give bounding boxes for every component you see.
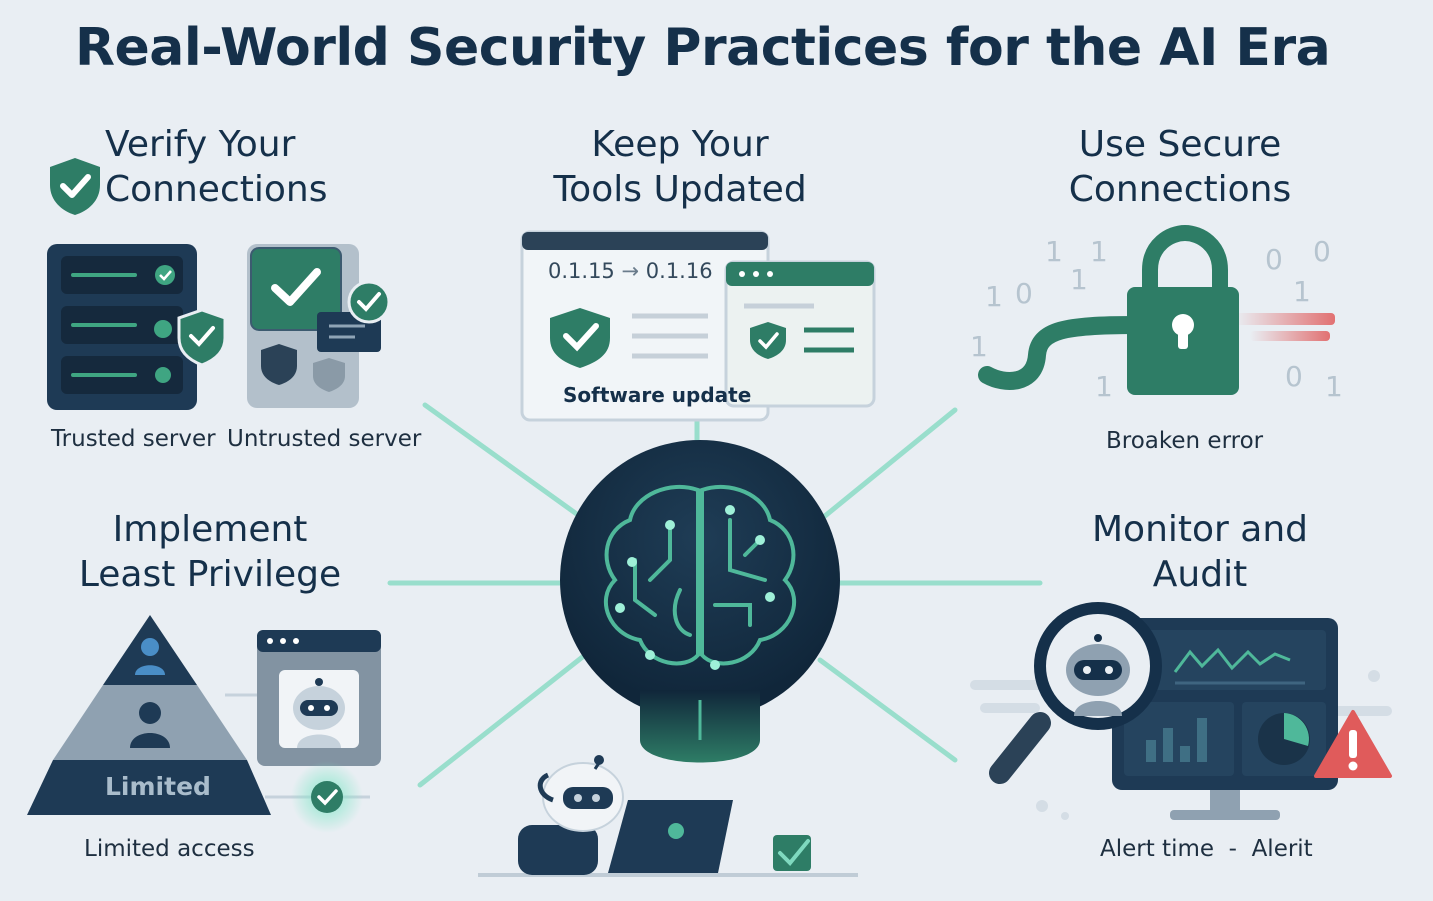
privilege-title-line2: Least Privilege <box>78 554 342 595</box>
ray-top-right <box>817 407 958 523</box>
version-to: 0.1.16 <box>645 259 713 283</box>
binary-digit: 1 <box>1090 235 1108 268</box>
binary-digit: 1 <box>985 280 1003 313</box>
monitor-title: Monitor and Audit <box>1060 507 1340 597</box>
binary-digit: 1 <box>1293 275 1311 308</box>
secure-connection-illustration <box>978 225 1335 395</box>
binary-digit: 1 <box>1045 235 1063 268</box>
privilege-pyramid-illustration <box>27 615 381 833</box>
software-update-window <box>520 230 876 422</box>
caption-limited-access: Limited access <box>84 836 255 862</box>
binary-digit: 1 <box>970 330 988 363</box>
monitor-title-line2: Audit <box>1152 554 1248 595</box>
binary-digit: 0 <box>1015 277 1033 310</box>
secure-title-line1: Use Secure <box>1078 124 1282 165</box>
untrusted-server-icon <box>247 244 391 408</box>
ray-bottom-right <box>817 657 958 763</box>
caption-trusted-server: Trusted server <box>51 426 216 452</box>
monitor-audit-illustration <box>970 602 1392 820</box>
update-title-line2: Tools Updated <box>553 169 807 210</box>
shield-check-icon <box>50 158 100 215</box>
binary-digit: 0 <box>1313 235 1331 268</box>
verify-title-line2: Connections <box>105 169 328 210</box>
update-title: Keep Your Tools Updated <box>540 122 820 212</box>
monitor-title-line1: Monitor and <box>1091 509 1309 550</box>
brain-lightbulb-icon <box>560 440 840 763</box>
secure-title: Use Secure Connections <box>1040 122 1320 212</box>
caption-software-update: Software update <box>563 383 752 407</box>
binary-digits: 1 1 1 0 0 1 0 1 1 1 0 1 <box>970 235 1343 405</box>
privilege-title-line1: Implement <box>112 509 308 550</box>
privilege-title: Implement Least Privilege <box>70 507 350 597</box>
page-title: Real-World Security Practices for the AI… <box>75 18 1331 78</box>
update-title-line1: Keep Your <box>591 124 769 165</box>
version-change: 0.1.15 → 0.1.16 <box>548 259 713 283</box>
robot-laptop-illustration <box>478 755 858 877</box>
binary-digit: 0 <box>1265 243 1283 276</box>
binary-digit: 1 <box>1095 370 1113 403</box>
binary-digit: 0 <box>1285 360 1303 393</box>
caption-untrusted-server: Untrusted server <box>227 426 422 452</box>
binary-digit: 1 <box>1325 370 1343 403</box>
warning-triangle-icon <box>1314 710 1392 778</box>
version-from: 0.1.15 <box>548 259 615 283</box>
arrow-right-icon: → <box>621 259 640 283</box>
pyramid-label: Limited <box>105 772 211 801</box>
caption-broken-error: Broaken error <box>1106 428 1264 454</box>
ray-bottom-left <box>417 652 588 788</box>
verify-title: Verify Your Connections <box>105 122 327 212</box>
ray-top-left <box>422 402 588 523</box>
binary-digit: 1 <box>1070 263 1088 296</box>
trusted-server-icon <box>47 244 227 410</box>
caption-alert-time: Alert time - Alerit <box>1100 836 1313 862</box>
secure-title-line2: Connections <box>1068 169 1292 210</box>
verify-title-line1: Verify Your <box>105 124 296 165</box>
